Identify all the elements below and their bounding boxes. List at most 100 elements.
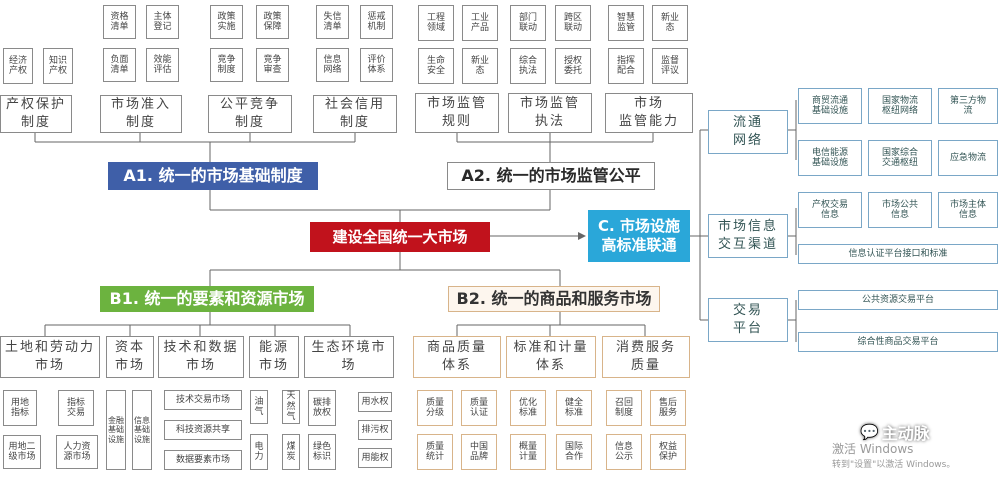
- b1-group-3: 能源 市场: [249, 336, 299, 378]
- a2-item-label: 工业 产品: [470, 12, 489, 33]
- b2-item: 中国 品牌: [461, 434, 497, 470]
- b1-item: 金融 基础 设施: [106, 390, 126, 470]
- b2-group-2: 消费服务 质量: [602, 336, 690, 378]
- a2-item: 工程 领域: [418, 5, 454, 41]
- a1-item: 政策 保障: [256, 5, 289, 39]
- c-item: 商贸流通 基础设施: [798, 88, 862, 124]
- c-item: 应急物流: [938, 140, 998, 176]
- b2-header: B2. 统一的商品和服务市场: [448, 286, 660, 312]
- b1-item: 天然 气: [282, 390, 300, 424]
- a2-item: 工业 产品: [462, 5, 498, 41]
- b1-group-2: 技术和数据 市场: [158, 336, 244, 378]
- b2-group-1-label: 标准和计量 体系: [513, 340, 589, 373]
- b2-item-label: 健全 标准: [564, 397, 583, 418]
- c-item-label: 国家综合 交通枢纽: [881, 147, 918, 168]
- a2-group-1: 市场监管 执法: [508, 93, 592, 133]
- a1-group-3-label: 社会信用 制度: [324, 97, 385, 130]
- b1-group-4: 生态环境市 场: [304, 336, 394, 378]
- b2-group-0-label: 商品质量 体系: [426, 340, 487, 373]
- c-item: 电信能源 基础设施: [798, 140, 862, 176]
- b1-group-2-label: 技术和数据 市场: [163, 340, 239, 373]
- a2-item-label: 授权 委托: [563, 55, 582, 76]
- a2-item-label: 智慧 监管: [616, 12, 635, 33]
- a1-item-label: 惩戒 机制: [367, 11, 386, 32]
- b1-item-label: 人力资 源市场: [63, 441, 91, 462]
- b1-item: 数据要素市场: [164, 450, 242, 470]
- a2-item: 新业 态: [462, 48, 498, 84]
- a1-item: 竞争 审查: [256, 48, 289, 82]
- a1-item: 评价 体系: [360, 48, 393, 82]
- a1-title: A1. 统一的市场基础制度: [123, 166, 303, 185]
- b1-item: 人力资 源市场: [56, 435, 98, 469]
- b2-item-label: 中国 品牌: [469, 441, 488, 462]
- a1-item-label: 政策 实施: [217, 11, 236, 32]
- a1-header: A1. 统一的市场基础制度: [108, 162, 318, 190]
- c-group-2-label: 交易 平台: [732, 303, 763, 336]
- a2-item-label: 指挥 配合: [616, 55, 635, 76]
- a2-header: A2. 统一的市场监管公平: [447, 162, 655, 190]
- a1-item-label: 知识 产权: [48, 55, 67, 76]
- a1-item: 惩戒 机制: [360, 5, 393, 39]
- b1-item-label: 技术交易市场: [175, 394, 230, 405]
- a1-group-2: 公平竞争 制度: [208, 95, 292, 133]
- a2-item: 部门 联动: [510, 5, 546, 41]
- a1-item-label: 主体 登记: [153, 11, 172, 32]
- c-item: 市场主体 信息: [938, 192, 998, 228]
- c-item-label: 电信能源 基础设施: [811, 147, 848, 168]
- a2-item: 跨区 联动: [555, 5, 591, 41]
- a1-group-2-label: 公平竞争 制度: [219, 97, 280, 130]
- b2-item: 概量 计量: [510, 434, 546, 470]
- c-item-label: 综合性商品交易平台: [857, 336, 939, 347]
- a2-item: 指挥 配合: [608, 48, 644, 84]
- b1-group-0: 土地和劳动力 市场: [0, 336, 100, 378]
- b1-group-1-label: 资本 市场: [114, 340, 145, 373]
- b1-item-label: 数据要素市场: [175, 454, 230, 465]
- b2-item-label: 信息 公示: [614, 441, 633, 462]
- b1-item-label: 指标 交易: [66, 397, 85, 418]
- a1-item: 竞争 制度: [210, 48, 243, 82]
- b2-item-label: 概量 计量: [518, 441, 537, 462]
- b1-group-1: 资本 市场: [106, 336, 154, 378]
- c-item: 公共资源交易平台: [798, 290, 998, 310]
- b1-item: 排污权: [358, 420, 392, 440]
- a2-item: 智慧 监管: [608, 5, 644, 41]
- a2-item-label: 综合 执法: [518, 55, 537, 76]
- a2-item: 授权 委托: [555, 48, 591, 84]
- a1-item-label: 竞争 制度: [217, 54, 236, 75]
- c-item-label: 市场主体 信息: [949, 199, 986, 220]
- c-item: 综合性商品交易平台: [798, 332, 998, 352]
- b2-item: 质量 分级: [417, 390, 453, 426]
- c-item-label: 商贸流通 基础设施: [811, 95, 848, 116]
- c-item: 市场公共 信息: [868, 192, 932, 228]
- a1-group-1: 市场准入 制度: [100, 95, 182, 133]
- b1-item: 用地 指标: [3, 390, 37, 426]
- a1-group-1-label: 市场准入 制度: [110, 97, 171, 130]
- b1-header: B1. 统一的要素和资源市场: [100, 286, 314, 312]
- b1-group-0-label: 土地和劳动力 市场: [4, 340, 95, 373]
- b1-item: 绿色 标识: [308, 434, 336, 470]
- b1-item: 碳排 放权: [308, 390, 336, 426]
- b1-item: 用能权: [358, 448, 392, 468]
- c-title: C. 市场设施 高标准联通: [598, 217, 680, 254]
- c-item: 产权交易 信息: [798, 192, 862, 228]
- c-group-0-label: 流通 网络: [732, 115, 763, 148]
- a2-item-label: 部门 联动: [518, 12, 537, 33]
- b2-item: 售后 服务: [650, 390, 686, 426]
- c-item: 第三方物 流: [938, 88, 998, 124]
- b1-group-3-label: 能源 市场: [258, 340, 289, 373]
- a1-item-label: 负面 清单: [110, 54, 129, 75]
- b1-item: 用地二 级市场: [3, 435, 41, 469]
- b2-group-2-label: 消费服务 质量: [615, 340, 676, 373]
- b1-item: 用水权: [358, 392, 392, 412]
- c-item: 国家综合 交通枢纽: [868, 140, 932, 176]
- b1-item-label: 用地 指标: [10, 397, 29, 418]
- c-item-label: 产权交易 信息: [811, 199, 848, 220]
- a2-item-label: 生命 安全: [426, 55, 445, 76]
- a2-item-label: 新业 态: [470, 55, 489, 76]
- a1-item: 负面 清单: [103, 48, 136, 82]
- core-box: 建设全国统一大市场: [310, 222, 490, 252]
- c-item-label: 第三方物 流: [949, 95, 986, 116]
- b1-item-label: 用能权: [361, 452, 389, 463]
